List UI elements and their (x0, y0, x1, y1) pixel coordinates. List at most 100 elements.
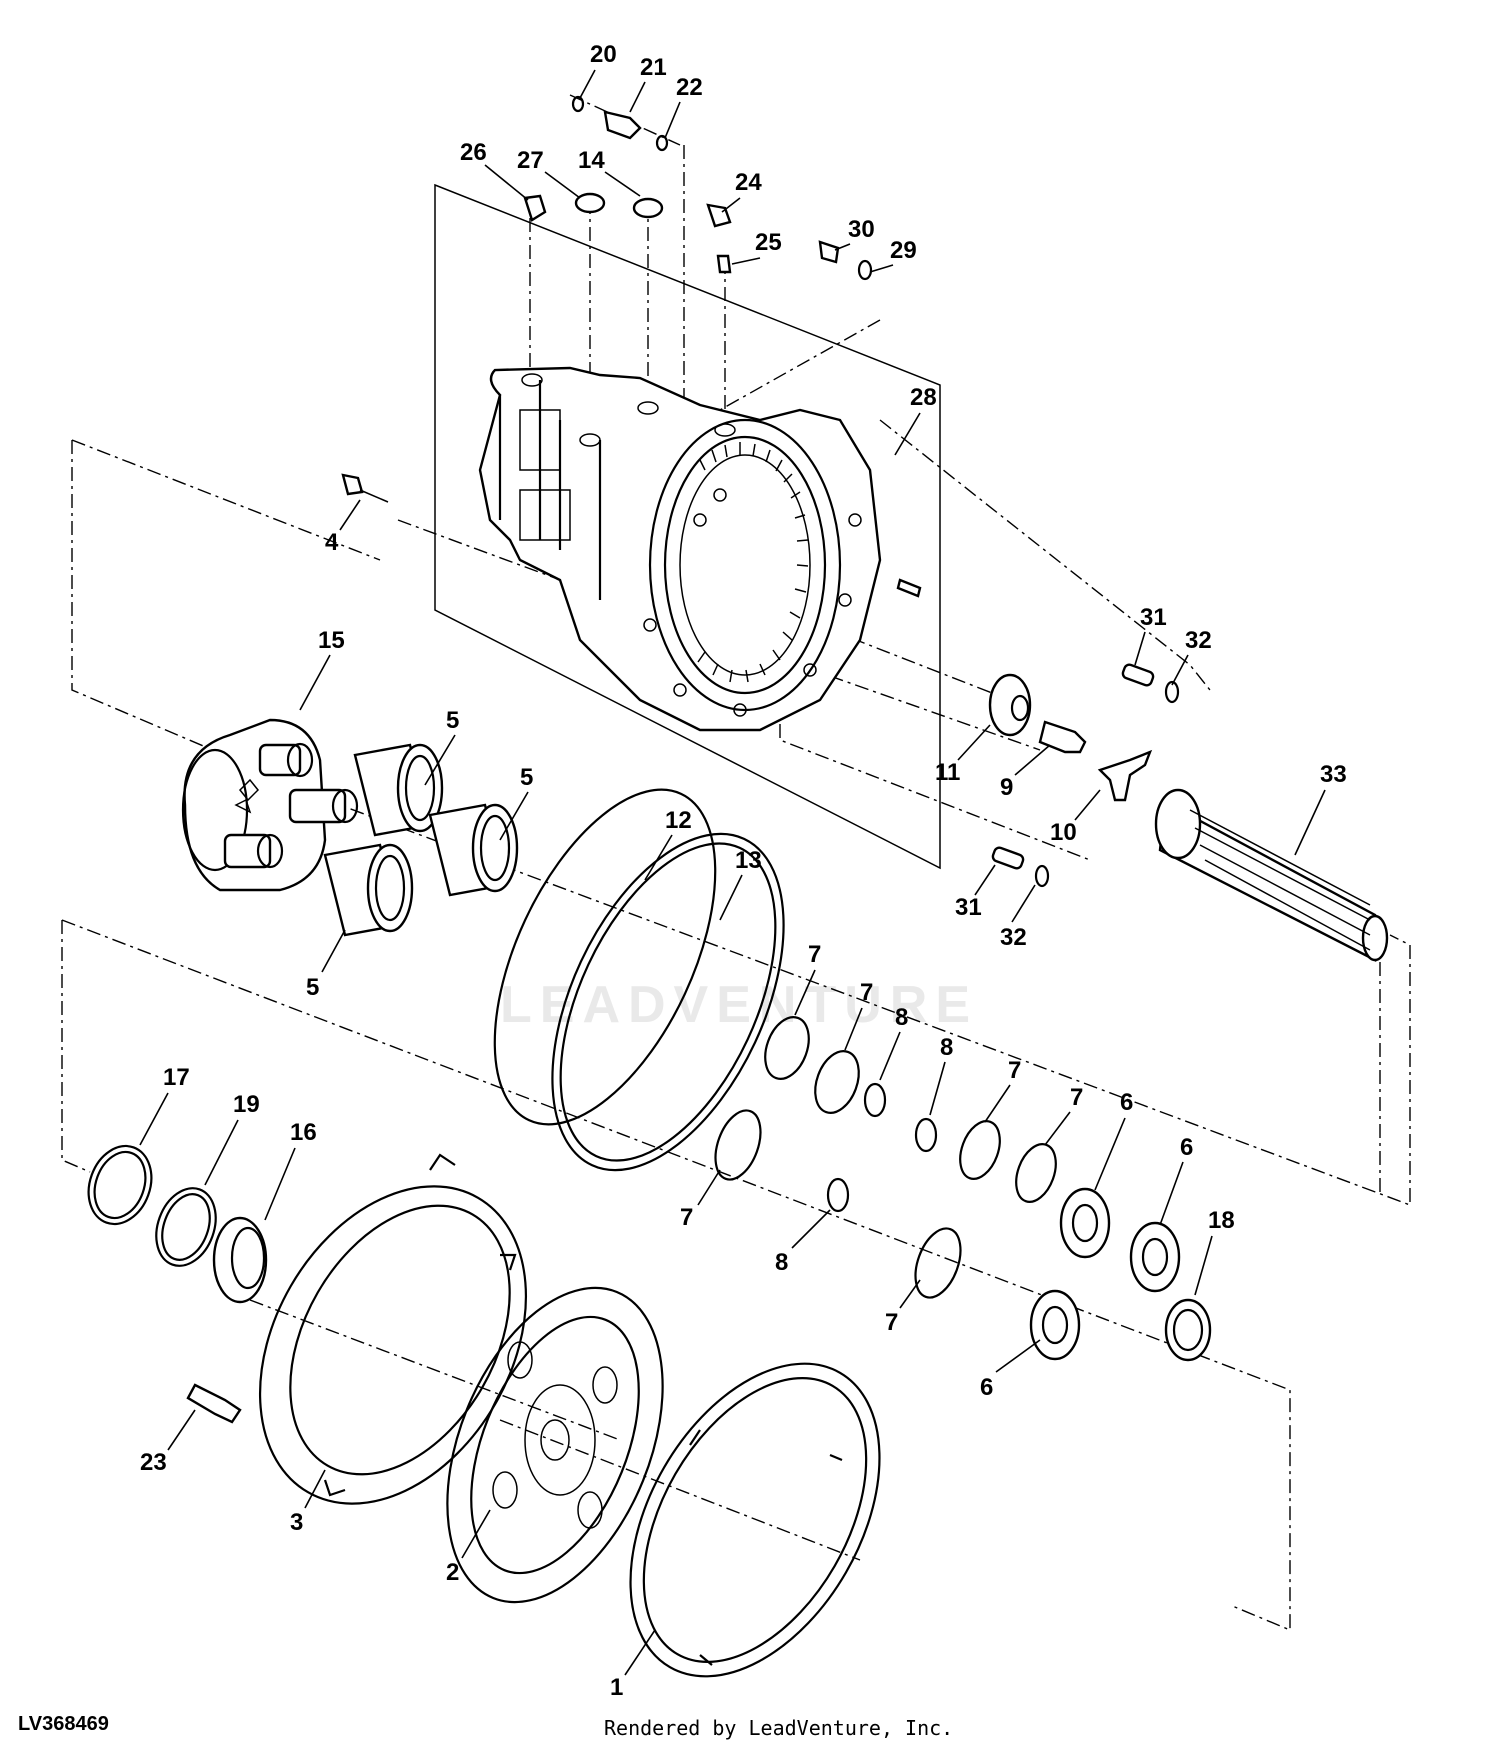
svg-text:7: 7 (1070, 1084, 1083, 1111)
needle-bearings (323, 743, 519, 937)
svg-text:20: 20 (590, 41, 617, 68)
svg-text:4: 4 (325, 529, 339, 556)
callout-20: 20 (579, 41, 617, 99)
separator-plate (629, 1362, 881, 1678)
svg-text:32: 32 (1185, 627, 1212, 654)
part-callouts: 1 2 3 4 5 5 5 6 6 6 7 7 7 7 7 7 8 8 8 9 … (139, 41, 1347, 1701)
callout-31-bottom: 31 (955, 864, 996, 921)
svg-text:16: 16 (290, 1119, 317, 1146)
svg-text:5: 5 (520, 764, 533, 791)
svg-text:15: 15 (318, 627, 345, 654)
ring-washer-bearing-group (87, 1144, 268, 1304)
svg-text:29: 29 (890, 237, 917, 264)
callout-7-f: 7 (885, 1279, 921, 1336)
callout-21: 21 (629, 54, 667, 113)
callout-24: 24 (721, 169, 762, 213)
callout-11: 11 (935, 724, 991, 786)
brake-piston (258, 1153, 528, 1505)
large-o-rings (493, 788, 785, 1172)
callout-27: 27 (517, 147, 581, 199)
callout-7-e: 7 (680, 1169, 721, 1231)
svg-text:5: 5 (446, 707, 459, 734)
svg-text:26: 26 (460, 139, 487, 166)
svg-text:8: 8 (895, 1004, 908, 1031)
svg-text:6: 6 (980, 1374, 993, 1401)
svg-text:9: 9 (1000, 774, 1013, 801)
footer-credit: Rendered by LeadVenture, Inc. (604, 1716, 954, 1740)
callout-18: 18 (1194, 1207, 1235, 1296)
callout-17: 17 (139, 1064, 190, 1146)
callout-32-bottom: 32 (1000, 884, 1036, 951)
callout-7-d: 7 (1044, 1084, 1083, 1146)
svg-text:32: 32 (1000, 924, 1027, 951)
housing-panel-outline (434, 183, 941, 870)
callout-7-a: 7 (794, 941, 821, 1016)
svg-text:13: 13 (735, 847, 762, 874)
svg-text:1: 1 (610, 1674, 623, 1701)
callout-6-c: 6 (980, 1339, 1041, 1401)
callout-6-b: 6 (1159, 1134, 1193, 1226)
svg-text:17: 17 (163, 1064, 190, 1091)
callout-9: 9 (1000, 744, 1051, 801)
center-parts-cluster (988, 673, 1153, 802)
svg-text:19: 19 (233, 1091, 260, 1118)
svg-text:2: 2 (446, 1559, 459, 1586)
svg-text:28: 28 (910, 384, 937, 411)
svg-text:21: 21 (640, 54, 667, 81)
callout-10: 10 (1050, 789, 1101, 846)
callout-2: 2 (446, 1509, 491, 1586)
callout-1: 1 (610, 1629, 656, 1701)
planet-carrier (181, 718, 359, 892)
housing-bolt (341, 473, 389, 503)
svg-text:8: 8 (940, 1034, 953, 1061)
callout-32-top: 32 (1171, 627, 1212, 686)
callout-3: 3 (290, 1469, 326, 1536)
svg-text:7: 7 (885, 1309, 898, 1336)
svg-text:25: 25 (755, 229, 782, 256)
svg-text:22: 22 (676, 74, 703, 101)
callout-29: 29 (869, 237, 917, 273)
svg-text:18: 18 (1208, 1207, 1235, 1234)
svg-text:7: 7 (680, 1204, 693, 1231)
top-fittings (523, 95, 873, 281)
callout-33: 33 (1294, 761, 1347, 856)
callout-8-a: 8 (879, 1004, 908, 1081)
svg-text:27: 27 (517, 147, 544, 174)
callout-7-c: 7 (984, 1057, 1021, 1123)
svg-text:10: 10 (1050, 819, 1077, 846)
callout-16: 16 (264, 1119, 317, 1221)
callout-13: 13 (719, 847, 762, 921)
figure-id: LV368469 (18, 1713, 109, 1735)
callout-28: 28 (894, 384, 937, 456)
callout-8-c: 8 (775, 1209, 831, 1276)
svg-text:24: 24 (735, 169, 762, 196)
svg-text:6: 6 (1120, 1089, 1133, 1116)
svg-text:5: 5 (306, 974, 319, 1001)
callout-30: 30 (834, 216, 875, 251)
callout-5-mid: 5 (499, 764, 533, 841)
ball-bearings (1029, 1187, 1212, 1362)
svg-text:31: 31 (955, 894, 982, 921)
assembly-guide-lines (61, 94, 1411, 1632)
svg-text:30: 30 (848, 216, 875, 243)
callout-23: 23 (140, 1409, 196, 1476)
callout-31-top: 31 (1134, 604, 1167, 666)
svg-text:7: 7 (1008, 1057, 1021, 1084)
svg-text:3: 3 (290, 1509, 303, 1536)
friction-disk (446, 1286, 664, 1604)
callout-15: 15 (299, 627, 345, 711)
svg-text:12: 12 (665, 807, 692, 834)
callout-12: 12 (644, 807, 692, 881)
callout-19: 19 (204, 1091, 260, 1186)
svg-text:8: 8 (775, 1249, 788, 1276)
snap-rings (714, 1016, 1057, 1299)
callout-8-b: 8 (929, 1034, 953, 1116)
svg-text:7: 7 (808, 941, 821, 968)
callout-25: 25 (731, 229, 782, 265)
callout-26: 26 (460, 139, 529, 201)
callout-22: 22 (664, 74, 703, 139)
svg-text:23: 23 (140, 1449, 167, 1476)
svg-text:14: 14 (578, 147, 605, 174)
bleed-screw (186, 1383, 242, 1424)
